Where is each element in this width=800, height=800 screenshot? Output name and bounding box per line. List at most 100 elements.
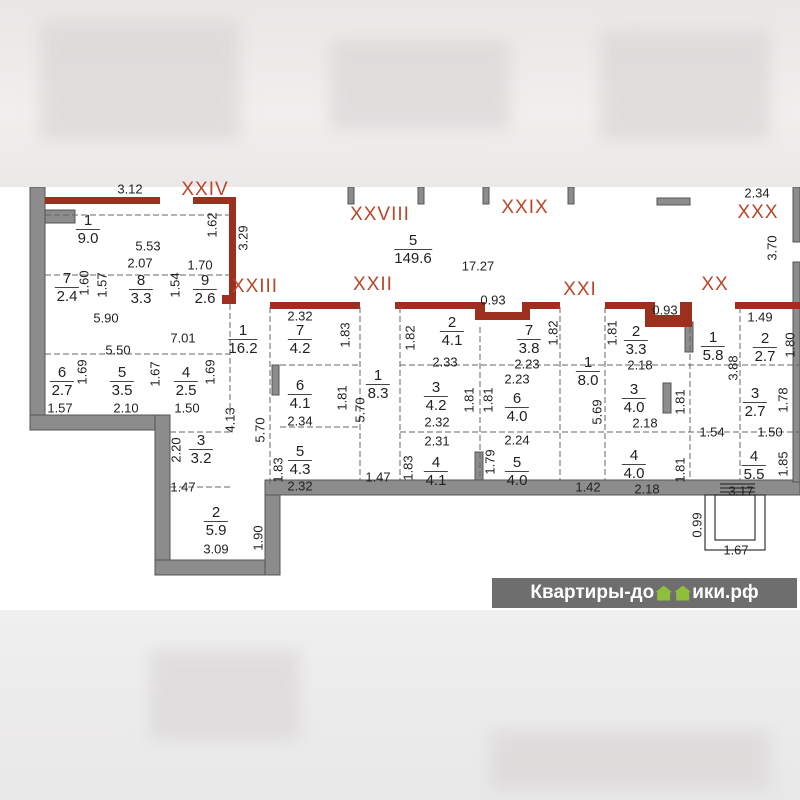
dimension-label: 2.23: [504, 371, 530, 387]
dimension-label: 1.42: [575, 479, 601, 495]
room-number: 4: [173, 365, 199, 382]
brown-walls: [45, 197, 800, 327]
room-area: 16.2: [228, 340, 258, 357]
wall-stub: [474, 451, 484, 481]
wall-stub: [482, 187, 490, 205]
walls: [29, 187, 800, 576]
dimension-label: 1.80: [782, 332, 798, 358]
wall-stub: [567, 187, 575, 205]
dimension-label: 1.85: [775, 451, 791, 477]
blurred-background-top: [0, 0, 800, 187]
room-number: 4: [621, 448, 647, 465]
wall-stub: [271, 364, 280, 396]
dimension-label: 3.17: [728, 483, 754, 499]
room-area: 5.8: [702, 347, 724, 364]
dimension-label: 1.50: [757, 424, 783, 440]
dimension-label: 1.50: [174, 400, 200, 416]
dimension-label: 1.78: [775, 387, 791, 413]
room-number: 3: [188, 433, 214, 450]
wall-left: [29, 187, 46, 431]
dimension-label: 2.34: [287, 413, 313, 429]
dimension-label: 2.31: [424, 433, 450, 449]
dimension-label: 1.67: [723, 542, 749, 558]
wall-left-bottom: [29, 414, 171, 431]
dimension-label: 4.13: [222, 407, 238, 433]
dimension-label: 1.69: [202, 359, 218, 385]
dimension-label: 1.54: [167, 272, 183, 298]
room-area: 3.8: [518, 340, 540, 357]
room-number: 7: [516, 323, 542, 340]
dimension-label: 0.93: [652, 302, 678, 318]
section-label: XXVIII: [350, 204, 410, 225]
room-number: 3: [621, 382, 647, 399]
room-number: 7: [287, 323, 313, 340]
room-number: 1: [575, 355, 601, 372]
dimension-label: 2.34: [744, 185, 770, 201]
room-area: 2.5: [175, 382, 197, 399]
dimension-label: 2.18: [627, 357, 653, 373]
dimension-label: 5.90: [93, 310, 119, 326]
room-number: 6: [49, 365, 75, 382]
dimension-label: 1.54: [699, 424, 725, 440]
room-area: 4.2: [425, 397, 447, 414]
dimension-label: 1.62: [204, 212, 220, 238]
watermark-logo: Квартиры-до ики.рф: [492, 578, 797, 608]
room-area: 3.3: [130, 290, 152, 307]
dimension-label: 5.70: [352, 397, 368, 423]
dimension-label: 1.83: [400, 455, 416, 481]
porch: [704, 483, 766, 551]
dimension-label: 1.47: [365, 469, 391, 485]
dimension-label: 17.27: [461, 258, 495, 274]
room-number: 9: [192, 273, 218, 290]
room-area: 4.1: [441, 332, 463, 349]
room-number: 6: [287, 378, 313, 395]
room-number: 2: [203, 505, 229, 522]
wall-stub: [347, 187, 355, 205]
dimension-label: 1.79: [482, 449, 498, 475]
section-label: XXIX: [501, 197, 549, 218]
dimension-label: 2.33: [432, 354, 458, 370]
room-number: 2: [752, 331, 778, 348]
room-number: 3: [742, 386, 768, 403]
room-number: 4: [423, 455, 449, 472]
room-area: 3.3: [625, 341, 647, 358]
wall-right: [792, 261, 800, 483]
dimension-label: 2.32: [287, 308, 313, 324]
room-area: 4.2: [289, 340, 311, 357]
wall-annex-right: [264, 486, 281, 576]
wall-stub: [44, 209, 76, 224]
room-area: 4.1: [425, 472, 447, 489]
section-label: XX: [701, 274, 729, 295]
dimension-label: 1.69: [74, 359, 90, 385]
partitions: [45, 214, 800, 488]
wall-stub: [417, 187, 425, 205]
dimension-label: 3.12: [117, 181, 143, 197]
wall-stub: [656, 197, 691, 206]
dimension-label: 2.07: [127, 255, 153, 271]
section-label: XXII: [353, 274, 393, 295]
room-area: 4.0: [506, 472, 528, 489]
room-number: 2: [439, 315, 465, 332]
section-label: XXIV: [181, 179, 229, 200]
dimension-label: 2.18: [634, 481, 660, 497]
room-area: 8.3: [367, 385, 389, 402]
room-number: 1: [228, 323, 258, 340]
dimension-label: 2.32: [424, 414, 450, 430]
room-number: 1: [75, 213, 101, 230]
section-label: XXI: [563, 279, 597, 300]
